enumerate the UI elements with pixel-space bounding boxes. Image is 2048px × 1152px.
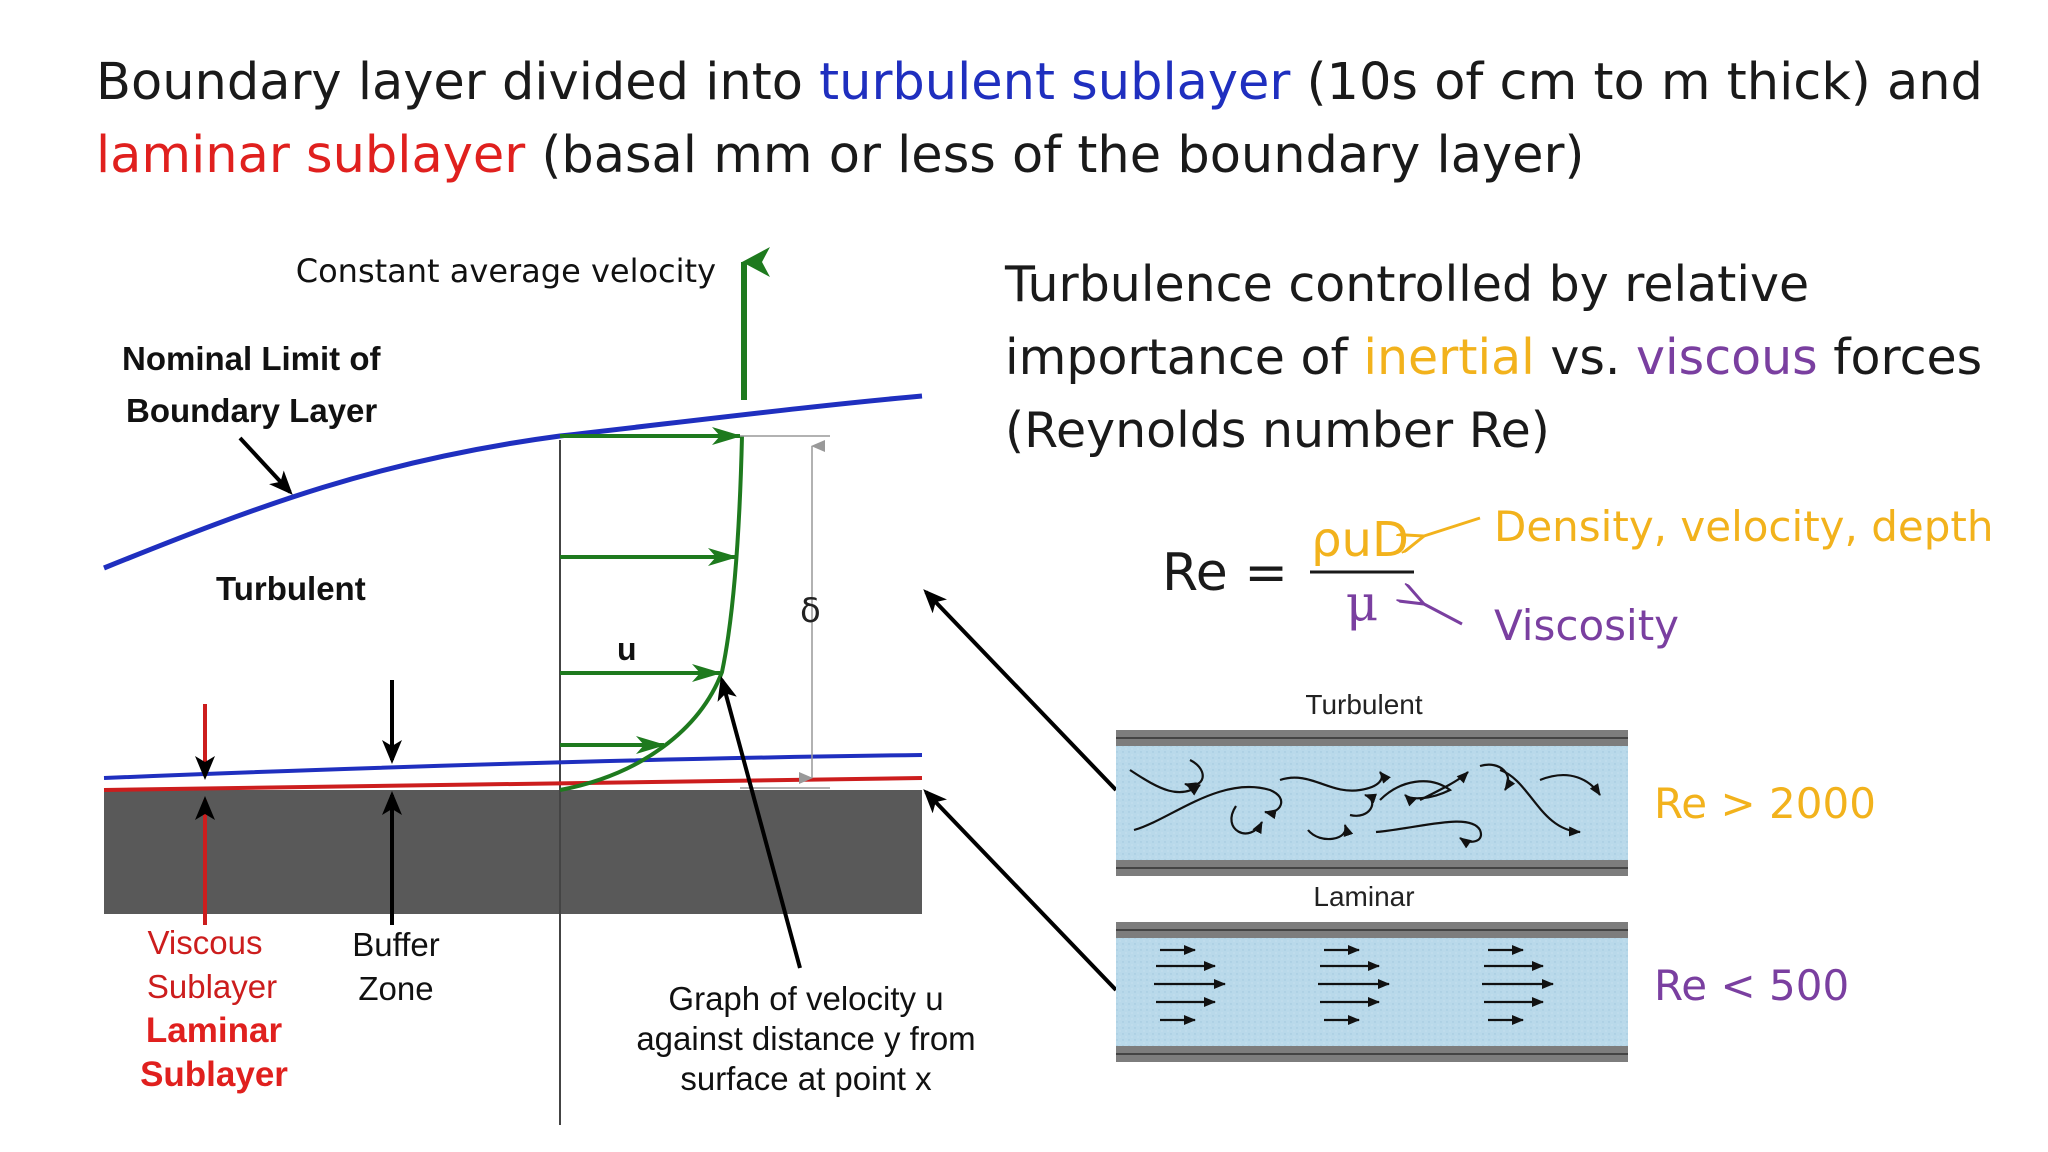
viscous-sublayer-line [103,776,923,792]
reynolds-explanation: Turbulence controlled by relative import… [1005,248,2005,467]
turbulent-re-label: Re > 2000 [1654,779,1876,828]
right-viscous: viscous [1636,329,1818,386]
delta-label: δ [800,591,821,631]
slide-title: Boundary layer divided into turbulent su… [96,46,1996,192]
title-laminar: laminar sublayer [96,126,526,185]
denominator-note: Viscosity [1494,601,1679,650]
title-turbulent: turbulent sublayer [819,53,1291,112]
u-label: u [617,631,637,667]
graph-label-1: Graph of velocity u [668,980,943,1017]
buffer-label-1: Buffer [352,926,439,963]
equation-denominator: μ [1346,574,1379,632]
laminar-pipe: Laminar [1116,881,1628,1062]
turbulent-label: Turbulent [216,570,366,607]
nominal-limit-curve [103,393,923,571]
buffer-label-2: Zone [358,970,433,1007]
nominal-limit-pointer [238,436,293,495]
numerator-note: Density, velocity, depth [1494,502,1993,551]
graph-label-3: surface at point x [680,1060,932,1097]
laminar-label-2: Sublayer [140,1055,288,1094]
turbulent-pipe: Turbulent [1116,689,1628,876]
laminar-pipe-fluid [1116,938,1628,1046]
right-inertial: inertial [1363,329,1535,386]
turbulent-pipe-label: Turbulent [1305,689,1422,720]
denominator-pointer [1424,604,1463,626]
velocity-profile-curve [559,435,744,792]
title-part2: (10s of cm to m thick) and [1290,53,1983,112]
laminar-re-label: Re < 500 [1654,961,1849,1010]
laminar-streamlines [1154,945,1554,1025]
buffer-zone-line [103,753,923,780]
title-part1: Boundary layer divided into [96,53,820,112]
viscous-label-1: Viscous [148,924,263,961]
numerator-pointer [1424,516,1481,536]
laminar-pipe-label: Laminar [1313,881,1414,912]
boundary-layer-diagram: Constant average velocity δ Nominal Limi… [103,247,976,1125]
nominal-limit-label-2: Boundary Layer [126,392,377,429]
equation-lhs: Re = [1162,543,1288,603]
right-part1: Turbulence controlled by relative import… [1005,256,1810,386]
nominal-limit-label-1: Nominal Limit of [122,340,382,377]
graph-label-2: against distance y from [636,1020,975,1057]
laminar-label-1: Laminar [146,1011,283,1050]
surface-slab [104,790,922,914]
laminar-connector-arrow [923,789,1118,992]
turbulent-connector-arrow [923,589,1118,792]
right-vs: vs. [1534,329,1637,386]
graph-pointer [717,676,802,969]
reynolds-equation: Re = ρuD μ Density, velocity, depth Visc… [1162,502,1993,650]
constant-velocity-label: Constant average velocity [296,252,716,290]
turbulent-eddies [1129,759,1601,849]
viscous-label-2: Sublayer [147,968,277,1005]
title-part3: (basal mm or less of the boundary layer) [525,126,1585,185]
equation-numerator: ρuD [1311,512,1409,568]
right-part2: forces (Reynolds number Re) [1005,329,1983,459]
